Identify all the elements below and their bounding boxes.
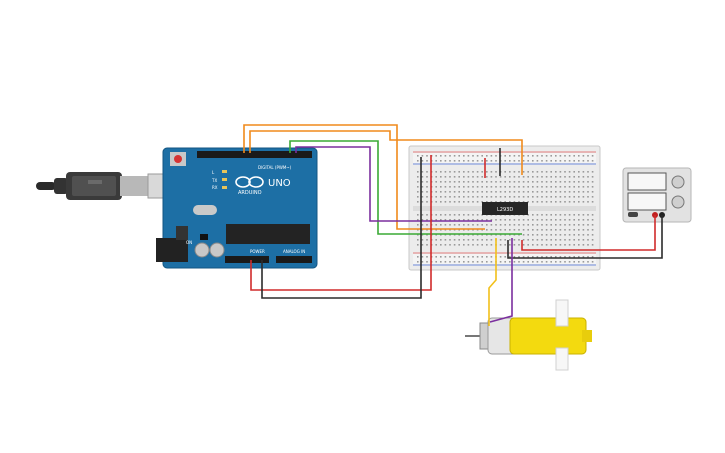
arduino-uno-board[interactable]: UNO ARDUINO DIGITAL (PWM~) POWER ANALOG … [156,147,318,269]
brand-label: ARDUINO [238,190,262,196]
atmega-chip [226,224,310,244]
wire-black-ground[interactable] [261,157,422,299]
current-display [627,192,667,211]
chip-label: L293D [497,207,513,213]
current-knob[interactable] [671,195,685,209]
wire-yellow-motor[interactable] [488,238,497,326]
power-header[interactable] [225,256,269,263]
voltage-knob[interactable] [671,175,685,189]
voltage-display [627,172,667,191]
wire-orange-1[interactable] [243,124,485,230]
rx-label: RX [212,185,218,190]
wire-purple[interactable] [295,146,492,222]
digital-header[interactable] [197,151,312,158]
l293d-chip[interactable]: L293D [482,202,528,215]
power-label: POWER [250,249,265,254]
tx-label: TX [211,178,217,183]
wire-orange-2[interactable] [249,130,523,175]
analog-label: ANALOG IN [283,249,305,254]
l-label: L [212,170,215,175]
digital-label: DIGITAL (PWM~) [258,165,292,170]
power-switch[interactable] [628,212,638,217]
dc-power-supply[interactable] [622,167,692,223]
wire-purple-motor[interactable] [489,238,513,323]
wire-red-power[interactable] [250,155,432,291]
model-label: UNO [268,178,291,189]
wire-black-supply[interactable] [507,215,663,259]
analog-header[interactable] [276,256,312,263]
on-label: ON [186,240,192,245]
wire-red-supply[interactable] [521,215,656,251]
arduino-logo [235,176,264,188]
dc-gear-motor[interactable] [465,299,592,371]
wire-green[interactable] [289,140,522,235]
